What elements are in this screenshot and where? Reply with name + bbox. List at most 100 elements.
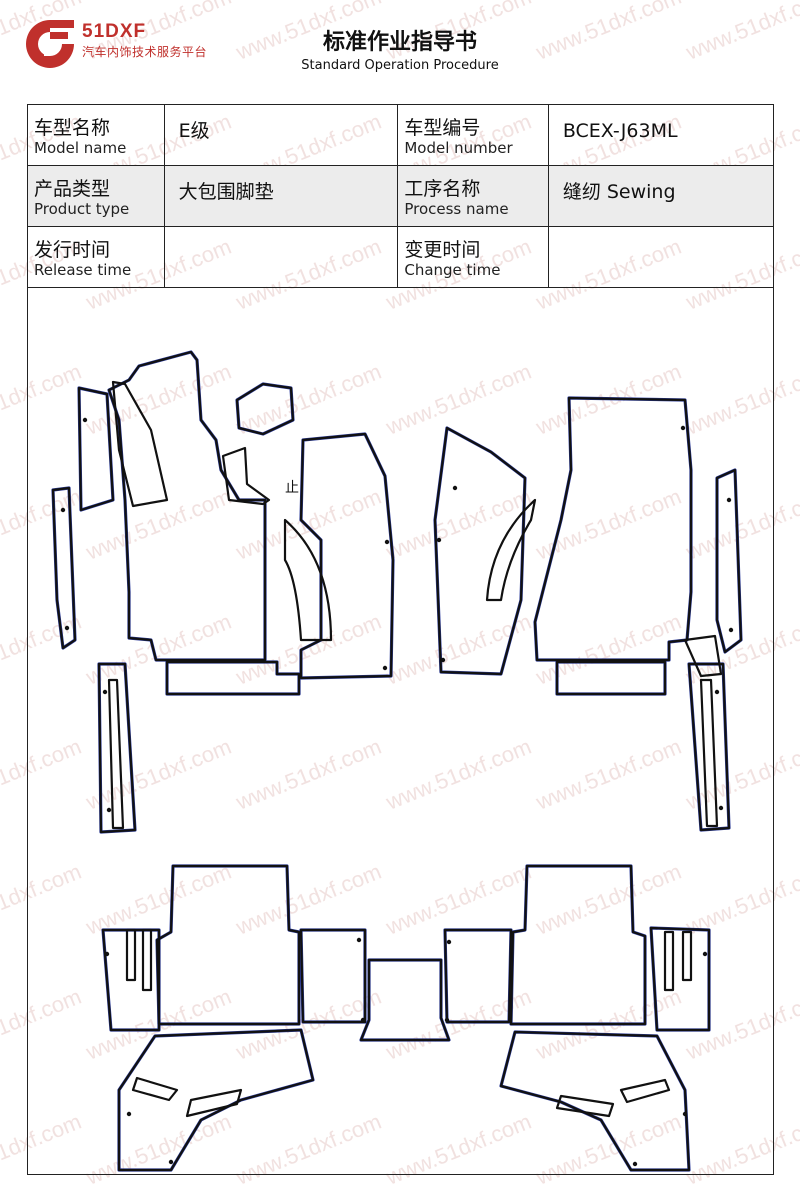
front-left-arch-piece [299, 432, 395, 680]
cut-line [715, 468, 743, 654]
title-en: Standard Operation Procedure [301, 58, 499, 73]
anchor-dot [436, 537, 442, 543]
model-number-value: BCEX-J63ML [562, 120, 678, 142]
cut-line [443, 928, 513, 1024]
anchor-dot [82, 417, 88, 423]
rear-right-side-piece [649, 926, 711, 1032]
label-en: Change time [404, 261, 501, 279]
anchor-dot [382, 665, 388, 671]
cut-line [663, 930, 693, 992]
cut-line [687, 662, 731, 832]
label-zh: 变更时间 [404, 239, 481, 261]
cut-line [299, 928, 367, 1024]
label-zh: 车型编号 [404, 117, 481, 139]
anchor-dot [168, 1159, 174, 1165]
process-name-label: 工序名称 Process name [398, 166, 547, 218]
label-en: Product type [34, 200, 130, 218]
label-zh: 产品类型 [34, 178, 111, 200]
change-time-value [549, 227, 773, 241]
anchor-dot [682, 1111, 688, 1117]
front-left-heel-piece [165, 660, 301, 696]
release-time-label: 发行时间 Release time [28, 227, 164, 279]
model-name-label: 车型名称 Model name [28, 105, 164, 157]
anchor-dot [632, 1161, 638, 1167]
cut-line [185, 1088, 243, 1118]
cut-line [683, 634, 723, 678]
label-en: Release time [34, 261, 132, 279]
logo-icon [26, 20, 74, 68]
cut-line [533, 396, 693, 662]
table-row: 车型名称 Model name E级 车型编号 Model number BCE… [27, 104, 775, 166]
watermark-text: www.51dxf.com [532, 0, 685, 65]
cut-line [359, 958, 451, 1042]
anchor-dot [102, 689, 108, 695]
anchor-dot [702, 951, 708, 957]
anchor-dot [356, 937, 362, 943]
cut-line [235, 382, 295, 436]
rear-left-arch-piece [117, 1028, 315, 1172]
cut-line [107, 350, 267, 662]
anchor-dot [126, 1111, 132, 1117]
label-en: Model number [404, 139, 513, 157]
anchor-dot [104, 951, 110, 957]
anchor-dot [726, 497, 732, 503]
anchor-dot [680, 425, 686, 431]
cut-line [51, 486, 77, 650]
rear-right-main-piece [509, 864, 647, 1026]
brand-name: 51DXF [82, 21, 147, 42]
title-zh: 标准作业指导书 [322, 30, 477, 55]
anchor-dot [60, 507, 66, 513]
cut-line [77, 386, 115, 512]
product-type-value: 大包围脚垫 [178, 181, 274, 203]
cut-line [555, 1094, 615, 1118]
cut-line [155, 864, 301, 1026]
rear-tunnel-piece [359, 958, 451, 1042]
anchor-dot [384, 539, 390, 545]
anchor-dot [728, 627, 734, 633]
cut-line [125, 928, 153, 992]
label-en: Model name [34, 139, 127, 157]
info-table: 车型名称 Model name E级 车型编号 Model number BCE… [27, 104, 775, 288]
cut-line [649, 926, 711, 1032]
change-time-label: 变更时间 Change time [398, 227, 547, 279]
cut-line [555, 660, 667, 696]
brand-logo: 51DXF 汽车内饰技术服务平台 [22, 16, 262, 80]
cut-line [433, 426, 527, 676]
cut-line [131, 1076, 179, 1102]
anchor-dot [360, 1017, 366, 1023]
cut-line [221, 446, 271, 506]
product-type-label: 产品类型 Product type [28, 166, 164, 218]
table-row: 产品类型 Product type 大包围脚垫 工序名称 Process nam… [27, 165, 775, 227]
cut-line [299, 432, 395, 680]
cut-line [165, 660, 301, 696]
cut-line [107, 678, 125, 830]
model-name-value: E级 [178, 120, 210, 142]
anchor-dot [714, 689, 720, 695]
pattern-drawing: 止 [27, 288, 774, 1175]
cut-line [101, 928, 161, 1032]
anchor-dot [444, 1017, 450, 1023]
cut-line [97, 662, 137, 834]
process-name-value: 缝纫 Sewing [562, 181, 676, 203]
anchor-dot [440, 657, 446, 663]
anchor-dot [718, 805, 724, 811]
label-zh: 工序名称 [404, 178, 481, 200]
table-row: 发行时间 Release time 变更时间 Change time [27, 226, 775, 288]
cut-line [111, 380, 169, 508]
front-right-heel-piece [555, 660, 667, 696]
front-left-upper-piece [235, 382, 295, 436]
release-time-value [165, 227, 398, 241]
anchor-dot [64, 625, 70, 631]
rear-left-inner-piece [299, 928, 367, 1024]
anchor-dot [446, 939, 452, 945]
cut-line [699, 678, 719, 828]
model-number-label: 车型编号 Model number [398, 105, 547, 157]
label-zh: 车型名称 [34, 117, 111, 139]
cut-line [283, 518, 333, 642]
rear-left-main-piece [155, 864, 301, 1026]
cut-line [117, 1028, 315, 1172]
anchor-dot [452, 485, 458, 491]
stop-mark-label: 止 [285, 480, 299, 496]
cut-line [619, 1078, 671, 1104]
anchor-dot [106, 807, 112, 813]
